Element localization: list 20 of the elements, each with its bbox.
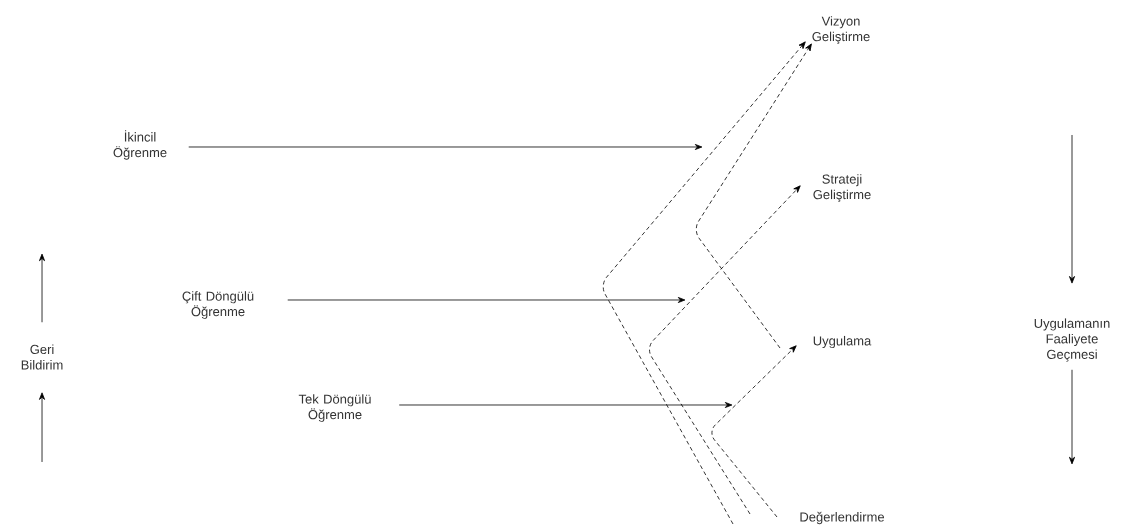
node-label: Strateji Geliştirme (813, 174, 871, 202)
dashed-arrow (711, 345, 797, 518)
dashed-arrow (602, 41, 806, 525)
arrow (398, 402, 733, 408)
node-label: Geri Bildirim (21, 344, 63, 370)
node-label: Değerlendirme (800, 511, 885, 525)
arrow (287, 297, 686, 303)
node-label: Çift Döngülü Öğrenme (182, 291, 254, 319)
dashed-arrow (649, 185, 801, 515)
node-label: Uygulama (813, 335, 872, 349)
node-label: Vizyon Geliştirme (812, 16, 870, 44)
arrow (39, 392, 45, 463)
dashed-arrow (695, 43, 812, 349)
arrow (1069, 369, 1075, 465)
node-label: Tek Döngülü Öğrenme (298, 394, 371, 422)
node-label: Uygulamanın Faaliyete Geçmesi (1034, 318, 1110, 362)
arrow (188, 144, 703, 150)
node-label: İkincil Öğrenme (113, 130, 167, 160)
arrow (1069, 134, 1075, 284)
arrow (39, 253, 45, 323)
